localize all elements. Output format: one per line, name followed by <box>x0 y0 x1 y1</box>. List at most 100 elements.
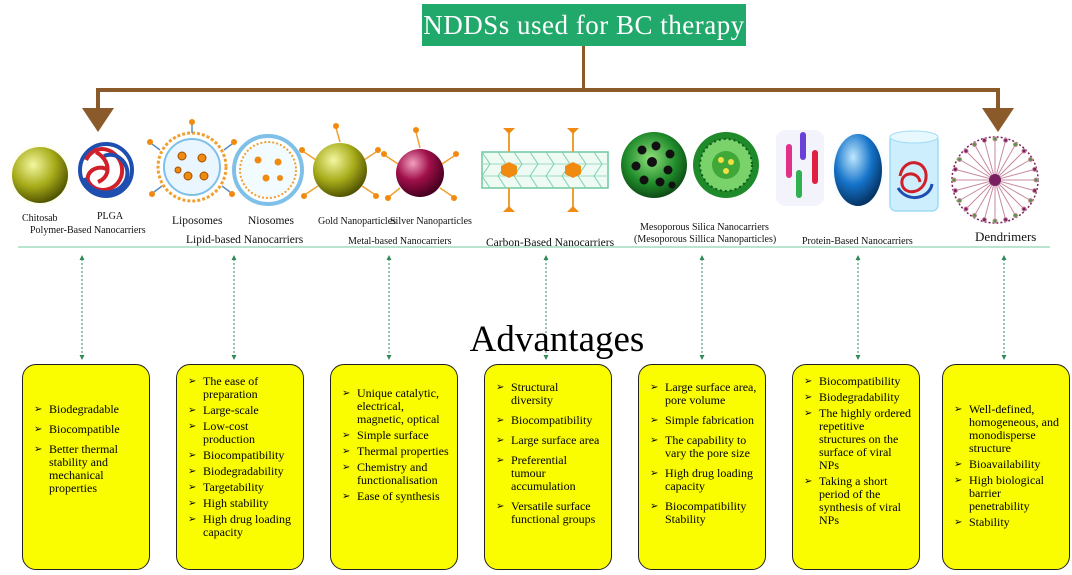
label-silver: Silver Nanoparticles <box>390 216 472 227</box>
label-silica-group: Mesoporous Silica Nanocarriers <box>640 222 769 233</box>
advantage-item: Large-scale <box>185 404 295 418</box>
label-dendrimers: Dendrimers <box>975 229 1037 244</box>
advantages-list-protein: Biocompatibility Biodegradability The hi… <box>801 375 911 527</box>
dotted-link-arrow-top <box>386 255 392 260</box>
advantage-item: Versatile surface functional groups <box>493 500 603 526</box>
dendrimer-branch <box>974 145 996 181</box>
dotted-link-arrow-bottom <box>543 355 549 360</box>
label-niosomes: Niosomes <box>248 215 294 227</box>
dendrimer-terminal <box>956 198 962 203</box>
mesoporous-silica-particle <box>621 132 759 198</box>
advantage-item: Ease of synthesis <box>339 490 449 504</box>
dendrimer-branch <box>994 145 1016 181</box>
advantage-item: High stability <box>185 497 295 511</box>
dendrimer-terminal <box>1013 213 1018 219</box>
advantage-item: Biocompatibility <box>801 375 911 389</box>
chitosan-particle <box>6 141 74 209</box>
dendrimer-terminal <box>1003 217 1009 223</box>
dendrimer-terminal <box>1033 177 1039 183</box>
carbon-nanotube <box>481 128 609 212</box>
advantage-item: Biodegradable <box>31 403 141 417</box>
advantage-item: Preferential tumour accumulation <box>493 454 603 493</box>
advantage-item: Biodegradability <box>801 391 911 405</box>
dendrimer-branch <box>994 159 1030 181</box>
advantage-item: Simple fabrication <box>647 414 757 428</box>
connector-bar <box>96 88 1000 92</box>
advantage-item: Biocompatibility <box>493 414 603 428</box>
dotted-link-arrow-top <box>543 255 549 260</box>
advantage-item: Better thermal stability and mechanical … <box>31 443 141 495</box>
dendrimer-branch <box>966 179 996 209</box>
dendrimer-terminal <box>981 137 987 143</box>
advantages-heading: Advantages <box>469 319 645 360</box>
dendrimer-terminal <box>1028 157 1034 162</box>
advantage-item: Low-cost production <box>185 420 295 446</box>
dendrimer-branch <box>956 169 996 181</box>
advantages-list-metal: Unique catalytic, electrical, magnetic, … <box>339 387 449 504</box>
dendrimer-terminal <box>952 166 958 172</box>
advantages-list-lipid: The ease of preparation Large-scale Low-… <box>185 375 295 539</box>
dendrimer-branch <box>994 169 1034 181</box>
label-carbon-group: Carbon-Based Nanocarriers <box>486 237 615 249</box>
dendrimer-terminal <box>1021 206 1027 212</box>
dotted-link-arrow-top <box>1001 255 1007 260</box>
advantages-box-carbon: Structural diversity Biocompatibility La… <box>484 364 612 570</box>
diagram-title: NDDSs used for BC therapy <box>423 9 745 40</box>
dendrimer-branch <box>984 141 996 181</box>
advantage-item: Stability <box>951 516 1061 530</box>
dotted-link-arrow-bottom <box>79 355 85 360</box>
dendrimer-terminal <box>1013 141 1018 147</box>
advantage-item: Structural diversity <box>493 381 603 407</box>
advantages-box-metal: Unique catalytic, electrical, magnetic, … <box>330 364 458 570</box>
connector-right-drop <box>996 88 1000 110</box>
advantage-item: Bioavailability <box>951 458 1061 472</box>
dendrimer-terminal <box>952 188 958 194</box>
advantage-item: Biocompatibility <box>185 449 295 463</box>
dendrimer-terminal <box>972 213 977 219</box>
advantages-list-polymer: Biodegradable Biocompatible Better therm… <box>31 403 141 495</box>
advantage-item: Taking a short period of the synthesis o… <box>801 475 911 527</box>
dotted-links <box>79 255 1007 360</box>
advantage-item: Biocompatibility Stability <box>647 500 757 526</box>
gold-nanoparticle <box>299 123 381 199</box>
advantage-item: Simple surface <box>339 429 449 443</box>
dendrimer-branch <box>960 179 996 201</box>
advantage-item: High biological barrier penetrability <box>951 474 1061 513</box>
dotted-link-arrow-bottom <box>699 355 705 360</box>
dendrimer-branch <box>994 179 1024 209</box>
plga-particle <box>78 142 134 198</box>
advantages-box-lipid: The ease of preparation Large-scale Low-… <box>176 364 304 570</box>
advantages-list-silica: Large surface area, pore volume Simple f… <box>647 381 757 526</box>
protein-based-particle <box>776 128 939 212</box>
title-box: NDDSs used for BC therapy <box>422 4 746 46</box>
dendrimer-particle <box>951 136 1039 224</box>
advantages-box-silica: Large surface area, pore volume Simple f… <box>638 364 766 570</box>
dendrimer-branch <box>994 179 1034 191</box>
niosome-particle <box>232 134 304 206</box>
advantage-item: Unique catalytic, electrical, magnetic, … <box>339 387 449 426</box>
dendrimer-terminal <box>963 148 969 154</box>
label-metal-group: Metal-based Nanocarriers <box>348 236 452 247</box>
advantages-list-dendrimers: Well-defined, homogeneous, and monodispe… <box>951 403 1061 530</box>
connector-tree <box>82 46 1014 132</box>
dendrimer-terminal <box>1021 148 1027 154</box>
dotted-link-arrow-bottom <box>231 355 237 360</box>
advantage-item: High drug loading capacity <box>647 467 757 493</box>
dendrimer-terminal <box>963 206 969 212</box>
dendrimer-branch <box>956 179 996 191</box>
dendrimer-terminal <box>992 218 998 224</box>
advantage-item: The capability to vary the pore size <box>647 434 757 460</box>
dendrimer-branch <box>994 179 1030 201</box>
advantages-box-protein: Biocompatibility Biodegradability The hi… <box>792 364 920 570</box>
arrow-right <box>982 108 1014 132</box>
advantage-item: Chemistry and functionalisation <box>339 461 449 487</box>
dotted-link-arrow-top <box>231 255 237 260</box>
advantages-list-carbon: Structural diversity Biocompatibility La… <box>493 381 603 526</box>
dotted-link-arrow-bottom <box>1001 355 1007 360</box>
advantage-item: Biocompatible <box>31 423 141 437</box>
dendrimer-terminal <box>1003 137 1009 143</box>
label-lipid-group: Lipid-based Nanocarriers <box>186 234 304 246</box>
label-chitosan: Chitosab <box>22 213 58 224</box>
